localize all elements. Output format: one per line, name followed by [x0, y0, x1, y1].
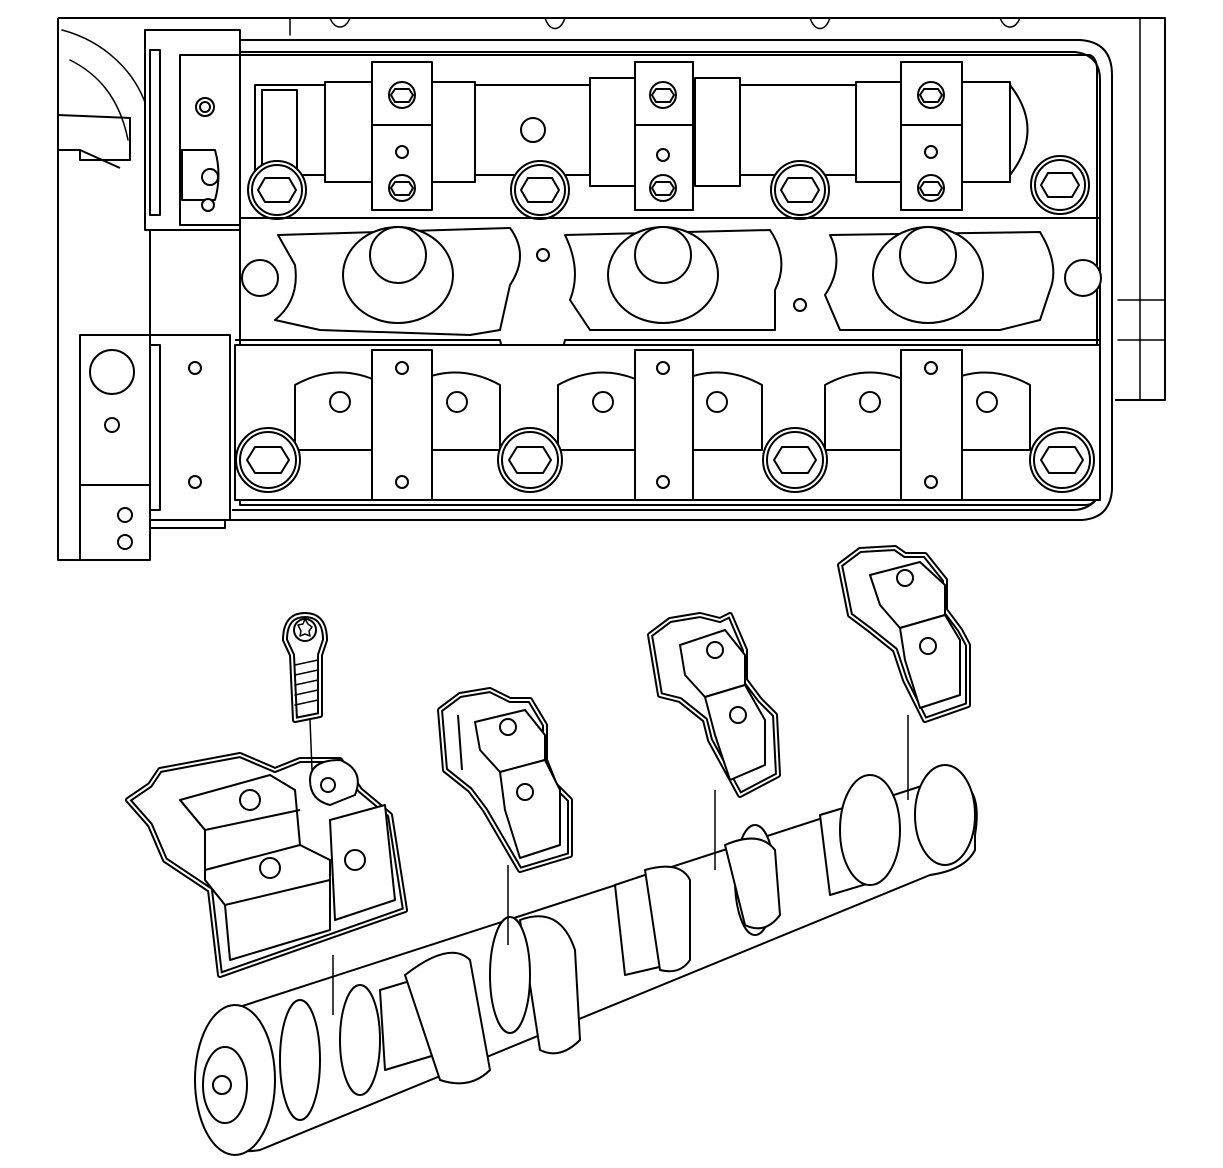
bearing-cap-3 [647, 612, 781, 798]
spark-plug-boss [872, 226, 984, 324]
head-bolt [510, 160, 570, 220]
lower-cam-area [188, 339, 1101, 501]
head-left-end [79, 29, 241, 561]
head-bolt [497, 427, 563, 493]
installed-cap-1 [371, 61, 433, 211]
spark-plug-boss [607, 226, 719, 324]
upper-head-bolts [247, 155, 1090, 220]
camshaft [194, 764, 978, 1156]
cap-bolt [282, 612, 328, 723]
bearing-cap-4 [837, 545, 971, 723]
bearing-cap-2 [437, 687, 573, 873]
head-bolt [235, 427, 301, 493]
head-bolt [762, 427, 828, 493]
cylinder-head [57, 17, 1166, 561]
head-bolt [770, 160, 830, 220]
installed-camshaft [254, 77, 1029, 187]
spark-plug-wells [240, 217, 1102, 336]
installed-bearing-caps [371, 61, 963, 211]
installed-cap-2 [634, 61, 694, 211]
head-bolt [1029, 427, 1095, 493]
head-bolt [1030, 155, 1090, 215]
alignment-leader-lines [309, 715, 909, 1015]
installed-cap-3 [900, 61, 963, 211]
bearing-cap-front [125, 752, 408, 978]
spark-plug-boss [342, 226, 454, 324]
head-bolt [247, 160, 307, 220]
lower-lobe [824, 371, 916, 451]
lower-head-bolts [235, 427, 1095, 493]
